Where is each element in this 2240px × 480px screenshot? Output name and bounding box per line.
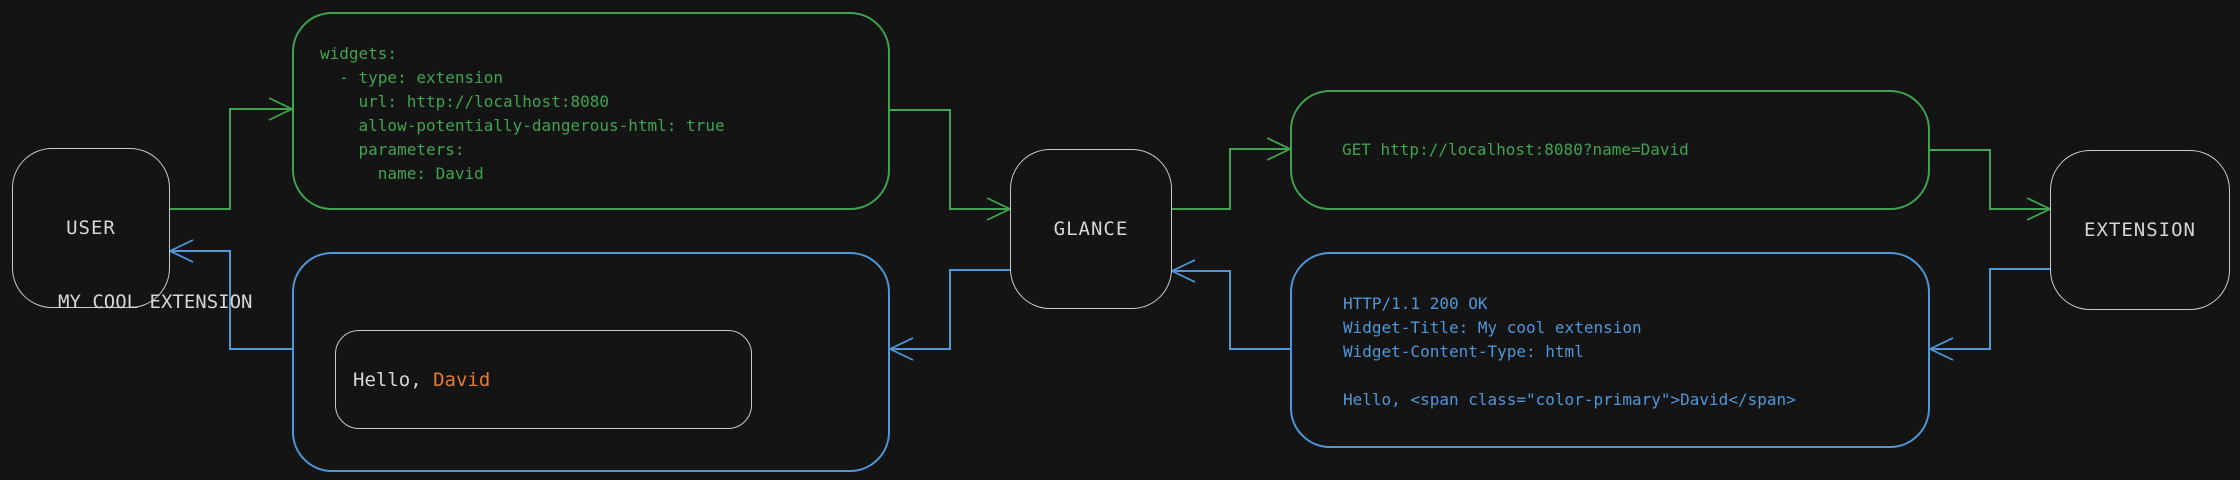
arrow-request-to-extension-line (1930, 149, 2049, 210)
config-line: parameters: (320, 140, 465, 159)
node-user-label: USER (66, 217, 116, 239)
arrow-glance-to-preview (887, 269, 1010, 361)
config-line: - type: extension (320, 68, 504, 87)
node-glance-label: GLANCE (1053, 218, 1129, 240)
node-user: USER (12, 148, 170, 308)
arrow-extension-to-response-head (1927, 337, 1954, 361)
config-line: widgets: (320, 44, 398, 63)
arrow-glance-to-request (1172, 137, 1293, 210)
hello-name-highlight: David (433, 368, 491, 391)
arrow-user-to-config (170, 97, 295, 210)
arrow-response-to-glance-head (1169, 259, 1196, 283)
http-request-box: GET http://localhost:8080?name=David (1290, 90, 1930, 210)
arrow-extension-to-response-line (1931, 268, 2050, 350)
node-extension-label: EXTENSION (2084, 219, 2196, 241)
arrow-request-to-extension-head (2026, 197, 2053, 221)
arrow-extension-to-response (1927, 268, 2050, 361)
arrow-preview-to-user-head (167, 239, 194, 263)
arrow-config-to-glance-head (986, 197, 1013, 221)
arrow-user-to-config-head (268, 97, 295, 121)
http-response-box: HTTP/1.1 200 OK Widget-Title: My cool ex… (1290, 252, 1930, 448)
hello-prefix: Hello, (353, 368, 434, 391)
config-line: url: http://localhost:8080 (320, 92, 609, 111)
arrow-user-to-config-line (170, 108, 291, 210)
response-line (1343, 364, 1908, 388)
response-line: Widget-Content-Type: html (1343, 342, 1584, 361)
config-line: name: David (320, 164, 484, 183)
node-extension: EXTENSION (2050, 150, 2230, 310)
arrow-config-to-glance (890, 109, 1013, 221)
response-line: Widget-Title: My cool extension (1343, 318, 1642, 337)
node-glance: GLANCE (1010, 149, 1172, 309)
response-line: HTTP/1.1 200 OK (1343, 294, 1488, 313)
arrow-response-to-glance (1169, 259, 1290, 350)
arrow-glance-to-preview-head (887, 337, 914, 361)
widget-preview-title: MY COOL EXTENSION (58, 291, 253, 313)
arrow-glance-to-request-head (1266, 137, 1293, 161)
widget-preview-box (292, 252, 890, 472)
arrow-glance-to-request-line (1172, 148, 1289, 210)
config-yaml-box: widgets: - type: extension url: http://l… (292, 12, 890, 210)
hello-text: Hello, David (353, 369, 490, 391)
config-line: allow-potentially-dangerous-html: true (320, 116, 725, 135)
arrow-request-to-extension (1930, 149, 2053, 221)
widget-preview-inner-box: Hello, David (335, 330, 752, 429)
arrow-glance-to-preview-line (891, 269, 1010, 350)
request-line: GET http://localhost:8080?name=David (1342, 140, 1689, 159)
response-line: Hello, <span class="color-primary">David… (1343, 390, 1796, 409)
arrow-config-to-glance-line (890, 109, 1009, 210)
arrow-response-to-glance-line (1173, 270, 1290, 350)
